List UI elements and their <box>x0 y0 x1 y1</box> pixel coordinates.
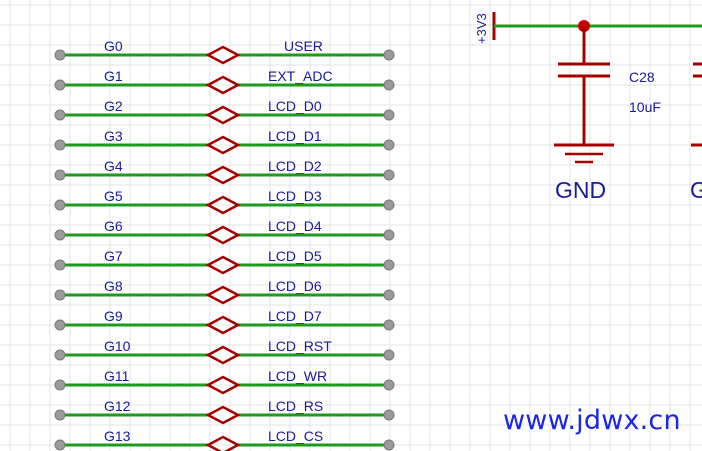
pin-right[interactable] <box>383 109 395 121</box>
net-row[interactable]: G11 LCD_WR <box>54 368 395 395</box>
net-flag-icon <box>205 315 241 335</box>
net-flag-icon <box>205 345 241 365</box>
net-label-left: G8 <box>104 278 123 294</box>
net-flag-icon <box>205 225 241 245</box>
net-label-right: LCD_D4 <box>268 218 322 234</box>
net-row[interactable]: G9 LCD_D7 <box>54 308 395 335</box>
net-label-left: G13 <box>104 428 131 444</box>
net-row[interactable]: G4 LCD_D2 <box>54 158 395 185</box>
pin-left[interactable] <box>54 259 66 271</box>
net-label-right: LCD_RST <box>268 338 332 354</box>
net-row[interactable]: G5 LCD_D3 <box>54 188 395 215</box>
capacitor-partial <box>691 62 702 147</box>
net-label-right: LCD_D6 <box>268 278 322 294</box>
pin-right[interactable] <box>383 259 395 271</box>
pin-left[interactable] <box>54 79 66 91</box>
pin-left[interactable] <box>54 439 66 451</box>
net-row[interactable]: G0 USER <box>54 38 395 65</box>
pin-right[interactable] <box>383 169 395 181</box>
pin-right[interactable] <box>383 139 395 151</box>
net-row[interactable]: G3 LCD_D1 <box>54 128 395 155</box>
pin-right[interactable] <box>383 229 395 241</box>
pin-right[interactable] <box>383 49 395 61</box>
net-label-left: G4 <box>104 158 123 174</box>
net-flag-icon <box>205 195 241 215</box>
net-label-right: LCD_D1 <box>268 128 322 144</box>
pin-right[interactable] <box>383 439 395 451</box>
net-row[interactable]: G6 LCD_D4 <box>54 218 395 245</box>
pin-left[interactable] <box>54 49 66 61</box>
net-label-left: G11 <box>104 368 130 384</box>
net-flag-icon <box>205 165 241 185</box>
pin-left[interactable] <box>54 169 66 181</box>
pin-right[interactable] <box>383 319 395 331</box>
pin-left[interactable] <box>54 379 66 391</box>
net-flag-icon <box>205 405 241 425</box>
pin-left[interactable] <box>54 349 66 361</box>
net-label-right: LCD_WR <box>268 368 327 384</box>
ground-label-partial: G <box>690 177 702 203</box>
watermark: www.jdwx.cn <box>503 405 681 436</box>
net-flag-icon <box>205 285 241 305</box>
net-label-left: G2 <box>104 98 123 114</box>
net-flag-icon <box>205 75 241 95</box>
capacitor-value: 10uF <box>629 99 661 115</box>
pin-left[interactable] <box>54 229 66 241</box>
net-row[interactable]: G12 LCD_RS <box>54 398 395 425</box>
net-row[interactable]: G13 LCD_CS <box>54 428 395 451</box>
net-label-right: LCD_D5 <box>268 248 322 264</box>
net-row[interactable]: G10 LCD_RST <box>54 338 395 365</box>
pin-left[interactable] <box>54 139 66 151</box>
net-flag-icon <box>205 255 241 275</box>
net-label-left: G6 <box>104 218 123 234</box>
pin-right[interactable] <box>383 379 395 391</box>
net-row[interactable]: G2 LCD_D0 <box>54 98 395 125</box>
net-row[interactable]: G1 EXT_ADC <box>54 68 395 95</box>
pin-left[interactable] <box>54 319 66 331</box>
net-label-left: G10 <box>104 338 131 354</box>
net-label-left: G1 <box>104 68 123 84</box>
net-label-left: G9 <box>104 308 123 324</box>
ground-label: GND <box>555 177 606 203</box>
net-flag-icon <box>205 435 241 451</box>
net-label-right: LCD_D7 <box>268 308 322 324</box>
net-row[interactable]: G7 LCD_D5 <box>54 248 395 275</box>
net-label-left: G7 <box>104 248 123 264</box>
pin-right[interactable] <box>383 79 395 91</box>
net-flag-icon <box>205 45 241 65</box>
pin-left[interactable] <box>54 289 66 301</box>
net-label-right: LCD_CS <box>268 428 323 444</box>
net-label-right: LCD_D3 <box>268 188 322 204</box>
net-label-right: LCD_D2 <box>268 158 322 174</box>
net-label-left: G5 <box>104 188 123 204</box>
net-label-left: G3 <box>104 128 123 144</box>
net-label-left: G0 <box>104 38 123 54</box>
capacitor-c28[interactable] <box>554 26 614 164</box>
pin-left[interactable] <box>54 199 66 211</box>
pin-right[interactable] <box>383 349 395 361</box>
net-label-left: G12 <box>104 398 131 414</box>
pin-left[interactable] <box>54 409 66 421</box>
net-flag-icon <box>205 105 241 125</box>
net-label-right: LCD_D0 <box>268 98 322 114</box>
pin-right[interactable] <box>383 199 395 211</box>
capacitor-reference: C28 <box>629 69 655 85</box>
net-flag-icon <box>205 135 241 155</box>
pin-right[interactable] <box>383 289 395 301</box>
net-flag-icon <box>205 375 241 395</box>
pin-left[interactable] <box>54 109 66 121</box>
power-net-label: +3V3 <box>474 13 489 44</box>
power-section: +3V3 C28 10uF GND G <box>474 12 702 203</box>
net-row[interactable]: G8 LCD_D6 <box>54 278 395 305</box>
net-label-right: USER <box>284 38 323 54</box>
net-label-right: EXT_ADC <box>268 68 333 84</box>
pin-right[interactable] <box>383 409 395 421</box>
net-label-right: LCD_RS <box>268 398 323 414</box>
